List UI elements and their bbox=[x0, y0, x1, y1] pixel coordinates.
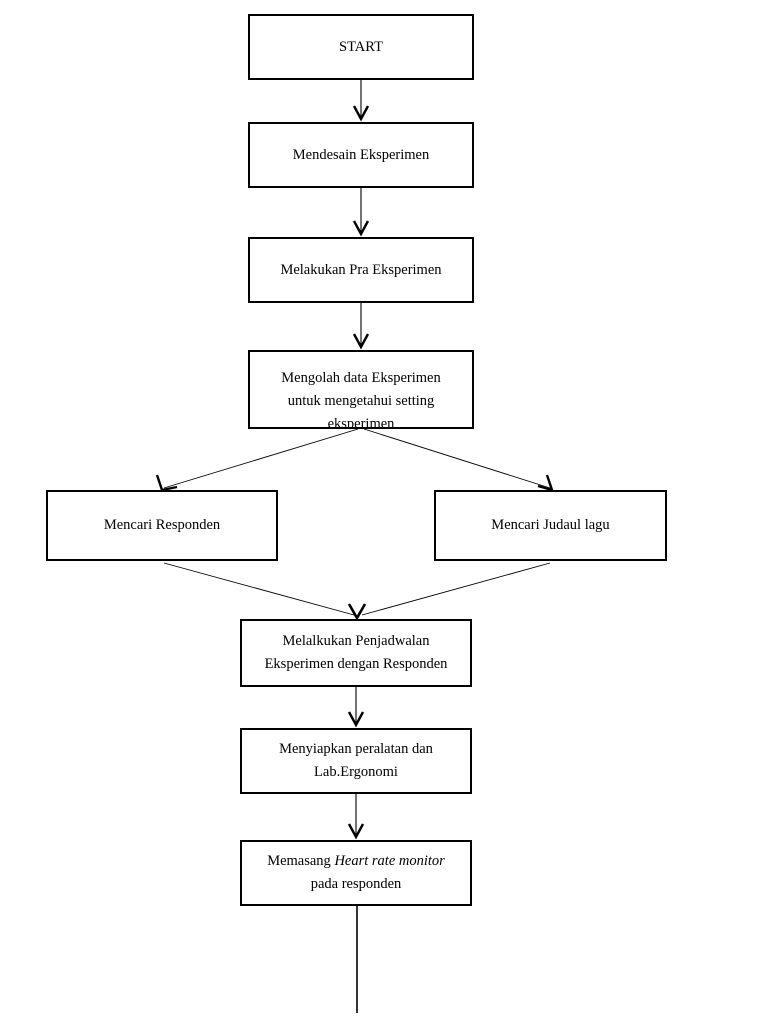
node-penjadwalan-eksperimen-text: Melalkukan Penjadwalan Eksperimen dengan… bbox=[242, 630, 470, 676]
node-mengolah-data-eksperimen[interactable]: Mengolah data Eksperimen untuk mengetahu… bbox=[248, 350, 474, 429]
node-memasang-heart-rate-monitor-line-1: Memasang Heart rate monitor bbox=[242, 850, 470, 873]
node-mencari-judul-lagu-text: Mencari Judaul lagu bbox=[436, 514, 665, 537]
node-mengolah-data-eksperimen-line-2: untuk mengetahui setting bbox=[287, 393, 435, 409]
connector-mengolah-data-to-mencari-responden bbox=[155, 428, 359, 492]
node-penjadwalan-eksperimen-line-1: Melalkukan Penjadwalan bbox=[282, 633, 430, 649]
node-mengolah-data-eksperimen-text: Mengolah data Eksperimen untuk mengetahu… bbox=[250, 367, 472, 429]
node-mengolah-data-eksperimen-line-1: Mengolah data Eksperimen bbox=[281, 370, 441, 386]
node-penjadwalan-eksperimen-line-2: Eksperimen dengan Responden bbox=[264, 656, 448, 672]
connector-mencari-judul-lagu-to-penjadwalan bbox=[347, 562, 551, 621]
node-melakukan-pra-eksperimen[interactable]: Melakukan Pra Eksperimen bbox=[248, 237, 474, 303]
node-memasang-heart-rate-monitor[interactable]: Memasang Heart rate monitor pada respond… bbox=[240, 840, 472, 906]
connector-menyiapkan-peralatan-to-memasang-hrm bbox=[347, 794, 365, 840]
node-mendesain-eksperimen-text: Mendesain Eksperimen bbox=[250, 144, 472, 167]
node-mendesain-eksperimen-line-1: Mendesain Eksperimen bbox=[292, 147, 430, 163]
node-mendesain-eksperimen[interactable]: Mendesain Eksperimen bbox=[248, 122, 474, 188]
node-mencari-responden-line-1: Mencari Responden bbox=[103, 517, 221, 533]
node-melakukan-pra-eksperimen-line-1: Melakukan Pra Eksperimen bbox=[280, 261, 442, 278]
node-menyiapkan-peralatan[interactable]: Menyiapkan peralatan dan Lab.Ergonomi bbox=[240, 728, 472, 794]
node-start[interactable]: START bbox=[248, 14, 474, 80]
node-mencari-judul-lagu[interactable]: Mencari Judaul lagu bbox=[434, 490, 667, 561]
node-memasang-heart-rate-monitor-line-2: pada responden bbox=[310, 876, 402, 892]
node-melakukan-pra-eksperimen-text: Melakukan Pra Eksperimen bbox=[250, 259, 472, 282]
memasang-label: Memasang bbox=[267, 853, 335, 869]
connector-start-to-mendesain bbox=[352, 80, 370, 122]
connector-mencari-responden-to-penjadwalan bbox=[163, 562, 355, 616]
node-memasang-heart-rate-monitor-text: Memasang Heart rate monitor pada respond… bbox=[242, 850, 470, 896]
node-penjadwalan-eksperimen[interactable]: Melalkukan Penjadwalan Eksperimen dengan… bbox=[240, 619, 472, 687]
connector-penjadwalan-to-menyiapkan-peralatan bbox=[347, 687, 365, 728]
node-menyiapkan-peralatan-line-1: Menyiapkan peralatan dan bbox=[279, 741, 433, 757]
heart-rate-monitor-italic: Heart rate monitor bbox=[334, 853, 445, 869]
node-mencari-responden[interactable]: Mencari Responden bbox=[46, 490, 278, 561]
connector-mengolah-data-to-mencari-judul-lagu bbox=[363, 428, 554, 492]
node-menyiapkan-peralatan-text: Menyiapkan peralatan dan Lab.Ergonomi bbox=[242, 738, 470, 784]
node-menyiapkan-peralatan-line-2: Lab.Ergonomi bbox=[314, 764, 398, 780]
node-mengolah-data-eksperimen-line-3: eksperimen bbox=[327, 416, 395, 429]
connector-mendesain-to-pra-eksperimen bbox=[352, 188, 370, 237]
node-start-line-1: START bbox=[339, 38, 383, 55]
node-mencari-judul-lagu-line-1: Mencari Judaul lagu bbox=[491, 517, 610, 533]
node-start-text: START bbox=[250, 36, 472, 59]
node-mencari-responden-text: Mencari Responden bbox=[48, 514, 276, 537]
connector-pra-eksperimen-to-mengolah-data bbox=[352, 303, 370, 350]
